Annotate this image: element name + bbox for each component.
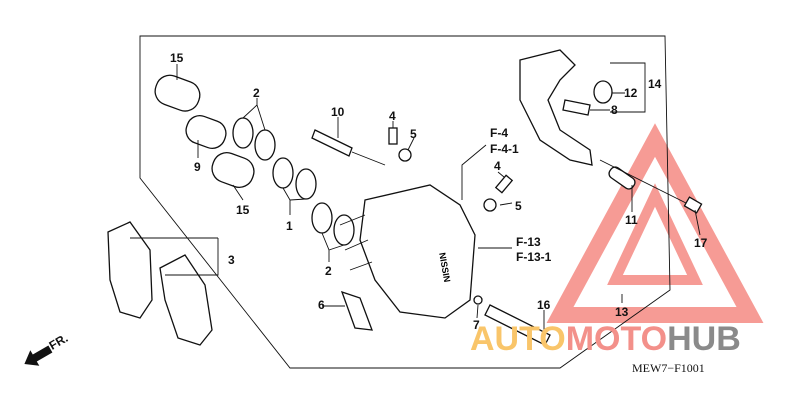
ref-f4-1[interactable]: F-4-1 [490,142,519,156]
watermark-hub: HUB [667,320,741,358]
seal-set-2-top [232,117,276,161]
piston-15-top [154,74,201,112]
label-4-right: 4 [494,159,501,173]
label-16: 16 [537,298,551,312]
front-arrow-icon [24,345,53,366]
watermark-triangle [546,123,764,323]
spring-6 [340,290,373,331]
label-13: 13 [615,305,629,319]
label-15-bottom: 15 [236,203,250,217]
label-5-top: 5 [410,127,417,141]
label-5-right: 5 [515,199,522,213]
label-11: 11 [625,213,638,227]
label-9: 9 [194,160,201,174]
label-15-top: 15 [170,51,184,65]
piston-9 [185,115,227,149]
svg-text:AUTOMOTOHUB: AUTOMOTOHUB [470,320,741,358]
leader-lines [130,62,701,335]
pin-10 [311,129,386,166]
watermark-text: AUTOMOTOHUB [470,320,741,358]
label-7: 7 [473,318,480,332]
piston-15-bottom [211,152,255,188]
ref-f13[interactable]: F-13 [516,235,541,249]
brake-pad-inner [159,254,213,346]
cap-5-right [483,198,497,212]
caliper-body: NISSIN [339,184,476,319]
seal-set-2-bottom [311,202,355,246]
bolt-17 [599,159,703,214]
label-12: 12 [624,86,638,100]
boot-12 [593,80,613,104]
assembly-frame [139,35,671,369]
diagram-code: MEW7−F1001 [632,361,705,375]
clip-8 [562,99,591,116]
label-8: 8 [611,103,618,117]
label-3: 3 [228,253,235,267]
label-2-bottom: 2 [325,264,332,278]
seal-set-1 [272,157,317,200]
label-17: 17 [694,236,708,250]
brake-pad-outer [107,221,153,319]
bleeder-4-right [494,174,514,194]
bolt-16 [473,295,551,346]
bleeder-4-top [388,127,398,145]
watermark-moto: MOTO [566,320,667,358]
label-14: 14 [648,77,662,91]
label-1: 1 [286,219,293,233]
caliper-bracket-14 [519,49,593,166]
label-2-top: 2 [253,86,260,100]
ref-f4[interactable]: F-4 [490,126,508,140]
label-6: 6 [318,298,325,312]
label-4-top: 4 [389,109,396,123]
cap-5-top [398,148,412,162]
watermark-auto: AUTO [470,320,566,358]
ref-f13-1[interactable]: F-13-1 [516,250,552,264]
label-10: 10 [331,105,345,119]
